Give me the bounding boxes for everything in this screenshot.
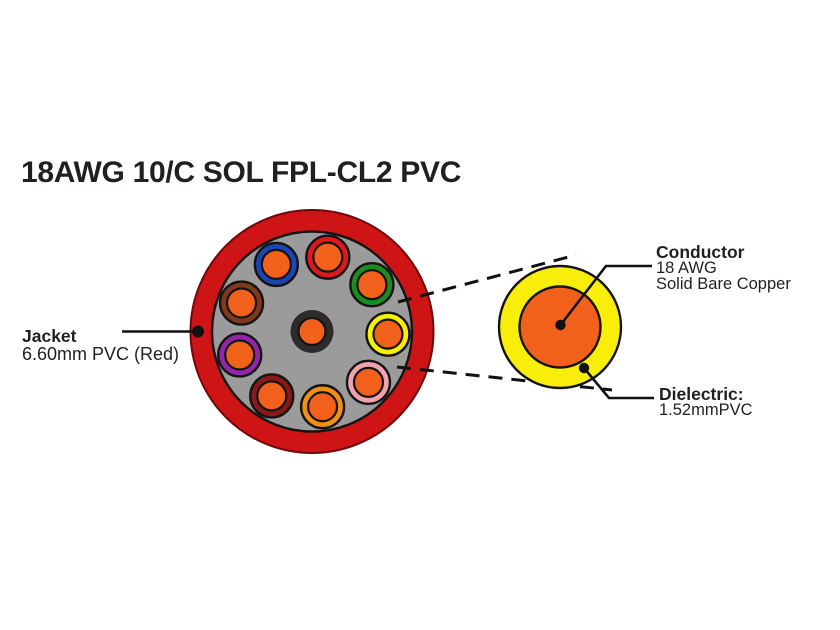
cable-filler-outline — [210, 230, 414, 433]
page-title: 18AWG 10/C SOL FPL-CL2 PVC — [21, 156, 462, 189]
conductor-label-line2: Solid Bare Copper — [656, 274, 791, 293]
dielectric-label: Dielectric: 1.52mmPVC — [659, 384, 753, 419]
wire-conductor-brown — [225, 287, 258, 319]
jacket-label-title: Jacket — [22, 326, 77, 346]
jacket-leader-dot — [192, 325, 204, 338]
jacket-label: Jacket 6.60mm PVC (Red) — [22, 327, 179, 364]
conductor-label-line1: 18 AWG — [656, 259, 717, 277]
cone-lower-dashed-line — [396, 365, 613, 392]
dielectric-label-detail: 1.52mmPVC — [659, 401, 753, 419]
conductor-leader — [555, 264, 652, 331]
wire-conductor-red — [312, 241, 344, 273]
dielectric-leader-line — [583, 367, 654, 400]
dielectric-leader-dot — [578, 362, 590, 374]
wire-conductor-green — [356, 269, 388, 301]
wire-group — [217, 234, 411, 430]
dielectric-leader — [578, 362, 654, 400]
wire-conductor-blue — [260, 248, 292, 280]
center-wire-conductor — [297, 316, 327, 347]
conductor-leader-line — [559, 264, 652, 326]
wire-conductor-pink — [352, 366, 385, 398]
wire-conductor-purple — [224, 339, 256, 371]
jacket-label-detail: 6.60mm PVC (Red) — [22, 344, 180, 364]
conductor-label: Conductor 18 AWG Solid Bare Copper — [656, 242, 791, 293]
wire-conductor-dark-red — [256, 380, 288, 412]
conductor-leader-dot — [555, 319, 566, 331]
wire-conductor-yellow — [372, 318, 404, 350]
conductor-label-title: Conductor — [656, 242, 745, 262]
jacket-leader — [122, 325, 204, 338]
magnifier-cone — [396, 253, 613, 392]
dielectric-label-title: Dielectric: — [659, 384, 744, 404]
cone-upper-dashed-line — [397, 253, 577, 304]
wire-conductor-orange — [306, 391, 339, 423]
main-cable-cross-section — [189, 209, 435, 454]
